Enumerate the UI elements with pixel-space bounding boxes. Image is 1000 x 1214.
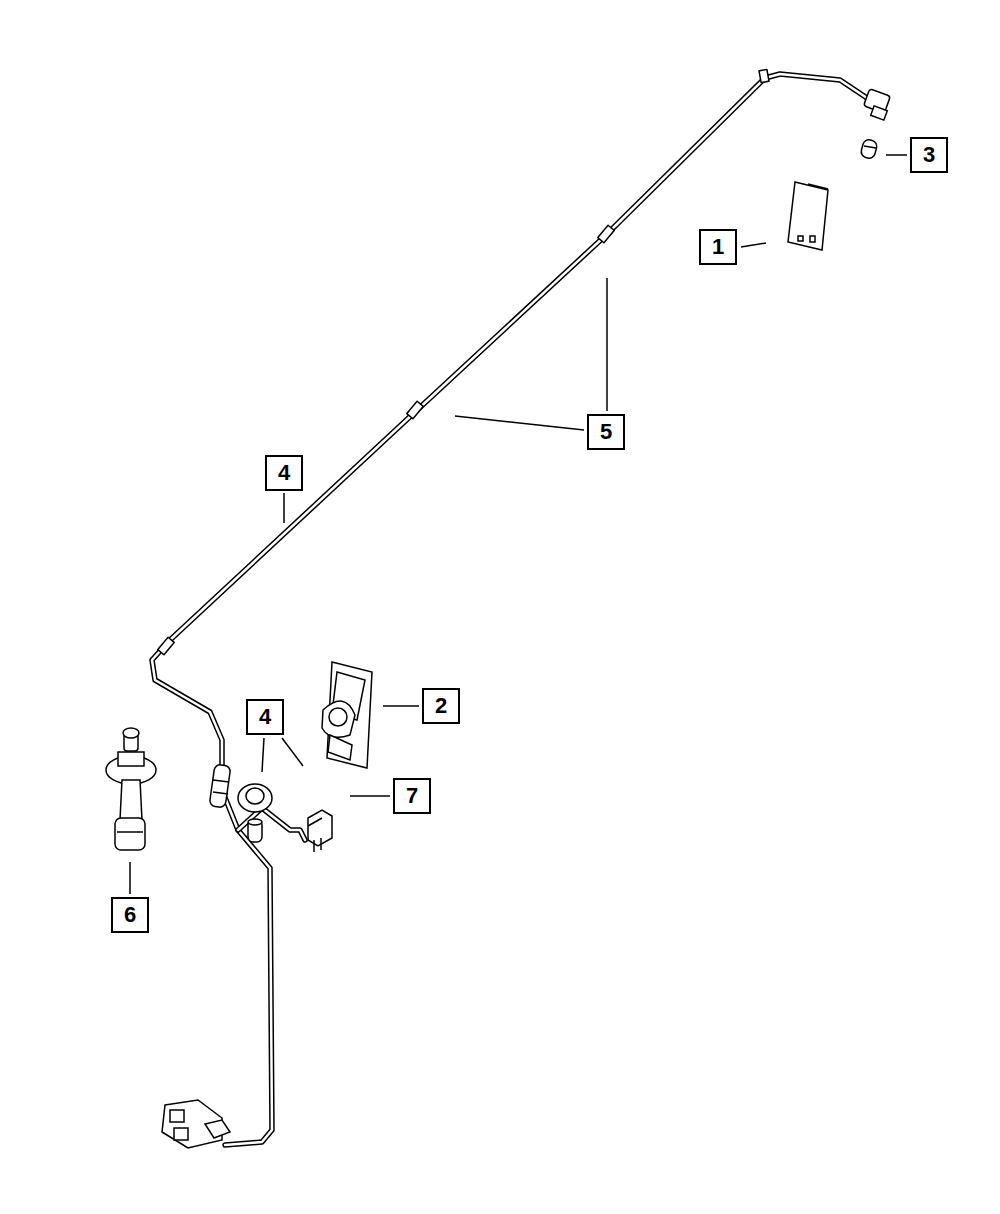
callout-number: 3 <box>910 137 948 173</box>
callout-number: 7 <box>393 778 431 814</box>
callout-number: 1 <box>699 229 737 265</box>
callout-number: 5 <box>587 414 625 450</box>
callout-number: 4 <box>246 699 284 735</box>
callout-number: 4 <box>265 455 303 491</box>
callout-number: 2 <box>422 688 460 724</box>
callout-number: 6 <box>111 897 149 933</box>
